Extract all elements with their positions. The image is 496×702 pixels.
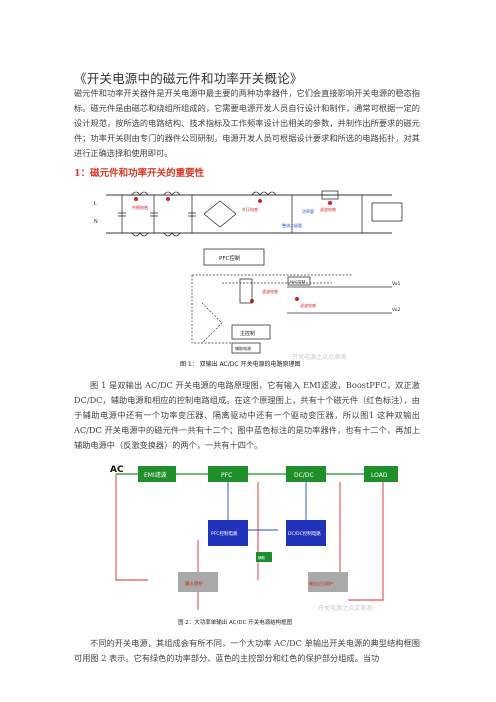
document-title: 《开关电源中的磁元件和功率开关概论》 [74, 71, 303, 86]
vo2-label: Vo2 [392, 307, 400, 313]
svg-text:功率管: 功率管 [302, 208, 314, 214]
pfc-block [208, 466, 248, 482]
output-protection-block [308, 572, 348, 592]
svg-text:滤波电感: 滤波电感 [320, 206, 336, 212]
vo1-label: Vo1 [392, 281, 400, 287]
paragraph-figure2-description: 不同的开关电源，其组成会有所不同，一个大功率 AC/DC 单输出开关电源的典型结… [74, 638, 420, 663]
pfc-control-box [203, 248, 265, 266]
figure-1-watermark: 开关电源之点点滴滴 [292, 353, 346, 361]
dcdc-control-block-label: DC/DC控制电路 [288, 530, 321, 537]
pfc-label: PFC [221, 472, 232, 479]
load-block [364, 466, 398, 482]
dcdc-label: DC/DC [294, 472, 314, 479]
svg-text:共模电感: 共模电感 [132, 204, 148, 210]
aux-small-label: 辅助 [258, 555, 266, 560]
svg-text:升压电感: 升压电感 [242, 206, 258, 212]
pfc-control-block-label: PFC控制电路 [211, 530, 238, 537]
figure-2-watermark: 开关电源之点点滴滴 [318, 604, 372, 612]
main-control-box [231, 324, 271, 340]
aux-power-box [231, 342, 261, 354]
paragraph-figure1-description: 图 1 是双输出 AC/DC 开关电源的电路原理图，它有输入 EMI滤波，Boo… [74, 380, 420, 450]
dcdc-control-block [286, 520, 326, 546]
emi-filter-block [138, 466, 176, 482]
output-protection-label: 输出过压保护 [309, 580, 333, 586]
paragraph-intro: 磁元件和功率开关器件是开关电源中最主要的两种功率器件，它们会直接影响开关电源的稳… [74, 88, 420, 158]
input-protection-label: 输入保护 [185, 580, 203, 587]
pfc-control-label: PFC控制 [219, 254, 241, 262]
input-protection-block [178, 572, 218, 592]
figure-1-caption: 图 1： 双输出 AC/DC 开关电源的电路原理图 [180, 360, 300, 368]
section-heading: 1：磁元件和功率开关的重要性 [74, 168, 205, 179]
svg-text:整流二极管: 整流二极管 [282, 222, 302, 228]
figure-2-block-diagram: AC EMI滤波 PFC DC/DC LOAD PFC控制电路 DC/DC控制电… [108, 460, 402, 628]
aux-power-label: 辅助电源 [235, 345, 251, 351]
svg-text:滤波电感: 滤波电感 [262, 288, 278, 294]
pfc-control-block [208, 520, 248, 546]
figure-1-circuit-diagram: 共模电感升压电感滤波电感 滤波电感滤波电感 功率管整流二极管 L N PFC控制… [92, 183, 414, 371]
aux-small-block [256, 552, 272, 562]
ac-l-label: L [94, 201, 97, 207]
main-control-label: 主控制 [240, 330, 255, 337]
ac-input-label: AC [110, 465, 124, 475]
svg-text:滤波电感: 滤波电感 [300, 302, 316, 308]
load-label: LOAD [371, 472, 388, 479]
emi-filter-label: EMI滤波 [144, 471, 167, 479]
dcdc-block [286, 466, 326, 482]
mag-control-label: MAG控制 [290, 279, 306, 284]
figure-2-caption: 图 2：大功率单输出 AC/DC 开关电源结构框图 [178, 618, 293, 626]
ac-n-label: N [94, 219, 98, 225]
